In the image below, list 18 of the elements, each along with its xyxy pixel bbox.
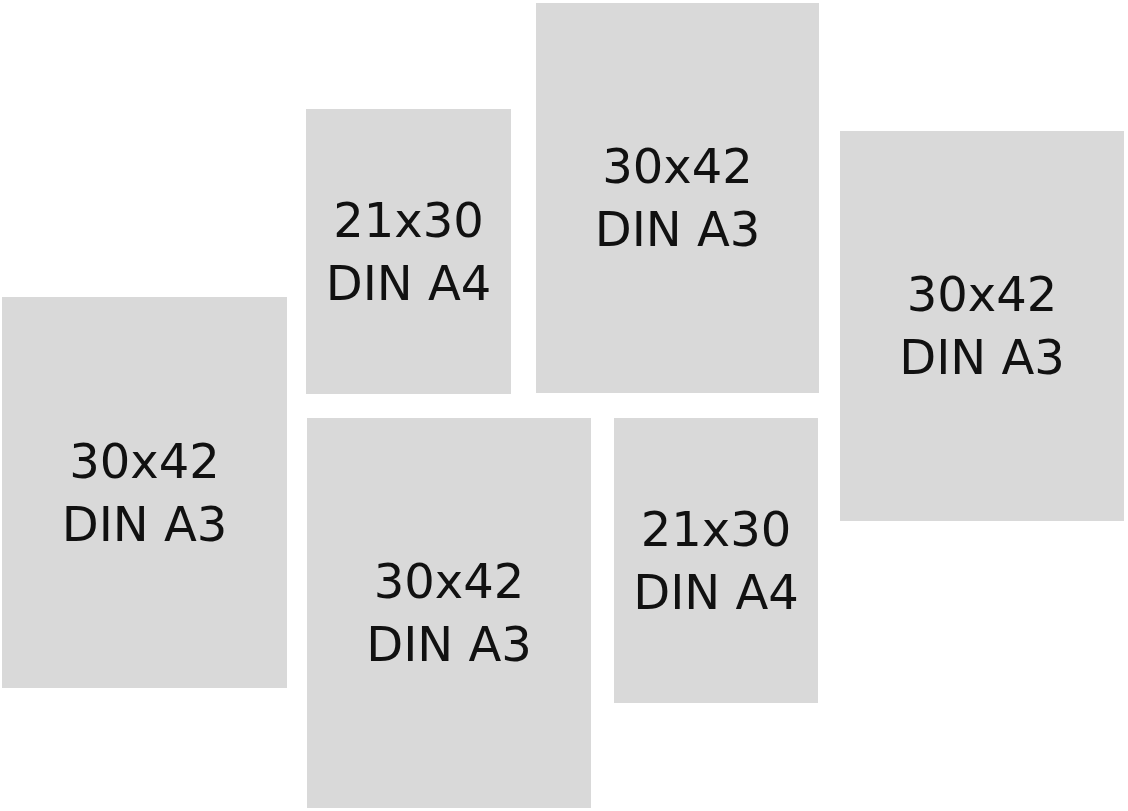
size-panel [536, 3, 819, 393]
format-label: DIN A3 [61, 494, 228, 554]
size-label: 21x30 [333, 190, 484, 250]
size-panel [840, 131, 1124, 521]
size-label: 30x42 [906, 265, 1058, 324]
size-label: 21x30 [640, 499, 792, 559]
format-label: DIN A4 [633, 562, 799, 622]
format-label: DIN A4 [325, 253, 492, 313]
size-label: 30x42 [69, 431, 220, 491]
format-label: DIN A3 [594, 200, 761, 259]
format-label: DIN A3 [899, 328, 1065, 387]
size-panel [306, 109, 511, 394]
size-label: 30x42 [602, 137, 753, 196]
size-panel [2, 297, 287, 688]
format-label: DIN A3 [366, 615, 532, 674]
size-label: 30x42 [373, 552, 525, 611]
size-panel [307, 418, 591, 808]
size-panel [614, 418, 818, 703]
